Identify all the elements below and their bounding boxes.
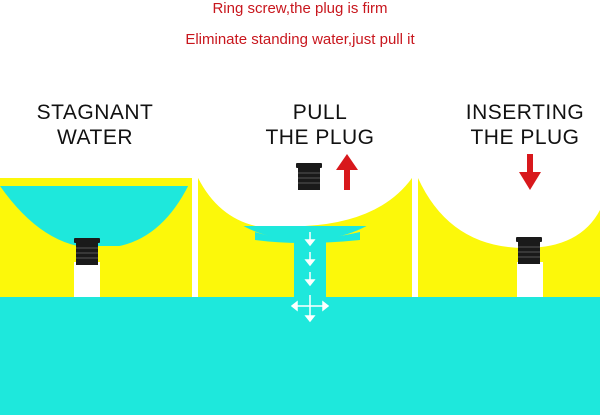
label-stagnant-water: STAGNANT WATER [10,100,180,150]
plug-icon [74,238,100,265]
drain-hole [517,262,543,297]
arrow-down-icon [519,154,541,190]
flow-arrows-icon [290,232,330,323]
panel-inserting-the-plug [418,154,600,297]
label-line-1: STAGNANT [36,101,154,124]
plug-icon [516,237,542,264]
label-inserting-the-plug: INSERTING THE PLUG [440,100,600,150]
plug-icon [296,163,322,190]
label-line-2: THE PLUG [470,126,580,149]
hull-bowl-clear [198,178,412,229]
label-line-2: WATER [57,126,133,149]
label-pull-the-plug: PULL THE PLUG [240,100,400,150]
panel-pull-the-plug [198,154,412,323]
panel-stagnant-water [0,178,192,297]
drain-hole [74,262,100,297]
water-below [0,297,600,415]
caption-line-1: Ring screw,the plug is firm [212,0,388,17]
drain-channel [294,238,326,297]
arrow-up-icon [336,154,358,190]
label-line-1: INSERTING [465,101,585,124]
hull-bowl [0,178,192,297]
hull-bowl-clear [418,178,600,248]
label-line-1: PULL [292,101,348,124]
caption-line-2: Eliminate standing water,just pull it [185,31,415,48]
label-line-2: THE PLUG [265,126,375,149]
